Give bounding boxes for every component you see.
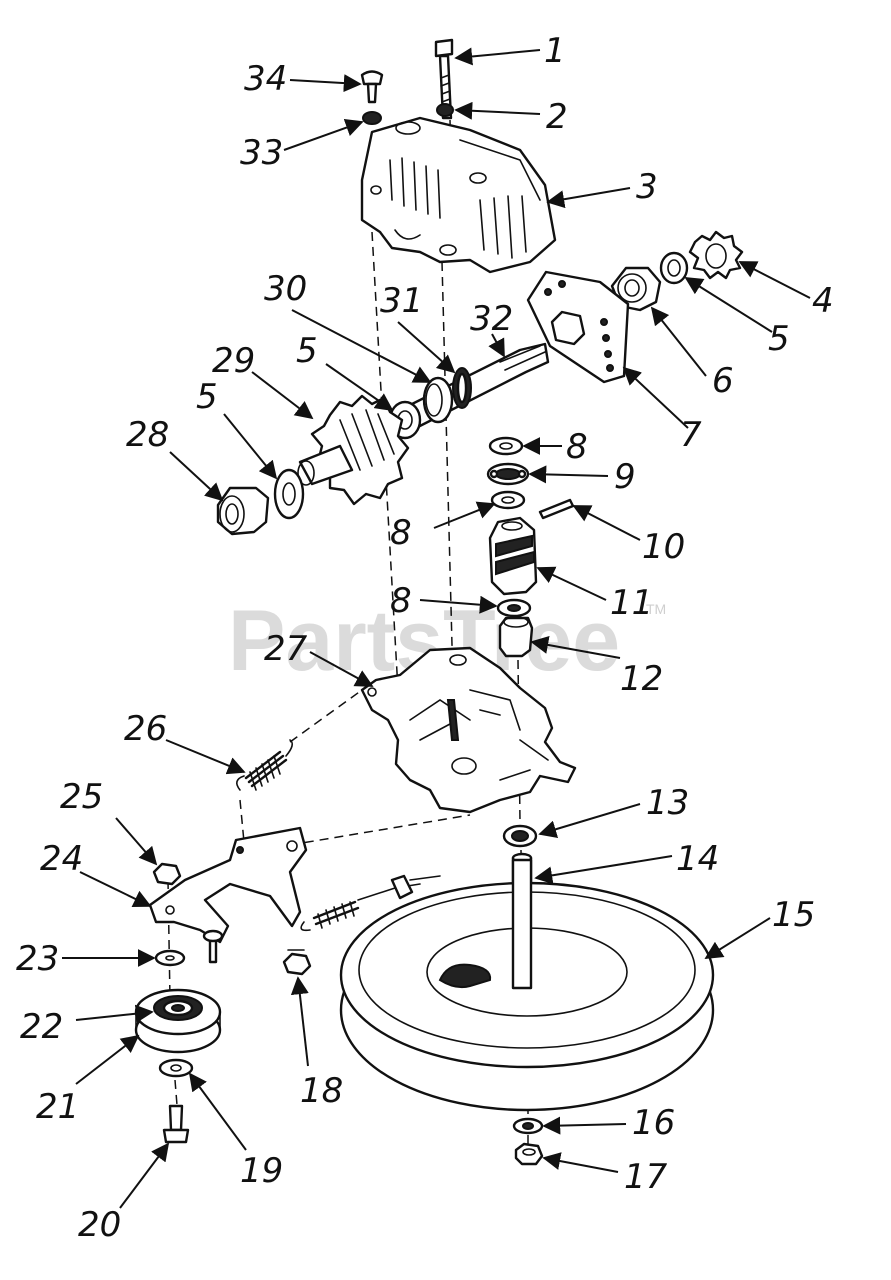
callout-12: 12 — [620, 659, 663, 699]
part-33-washer — [362, 111, 382, 125]
callout-10: 10 — [642, 527, 685, 567]
part-28-bushing — [216, 486, 270, 536]
part-9-thrust-bearing — [486, 462, 530, 486]
part-30-collar — [422, 376, 454, 424]
part-19-washer — [158, 1058, 194, 1078]
callout-21: 21 — [36, 1087, 79, 1127]
callout-29: 29 — [212, 341, 255, 381]
callout-5-left: 5 — [196, 377, 218, 417]
part-5-washer-right — [659, 251, 689, 285]
part-8-washer-top — [488, 436, 524, 456]
part-31-ring — [452, 367, 472, 409]
part-15-pulley — [339, 858, 715, 1112]
part-24-idler-arm — [148, 826, 308, 964]
part-8-washer-low — [496, 598, 532, 618]
callout-25: 25 — [60, 777, 103, 817]
callout-9: 9 — [614, 457, 636, 497]
part-1-bolt — [434, 38, 454, 120]
callout-3: 3 — [636, 167, 658, 207]
part-11-worm — [488, 516, 538, 596]
callout-labels: 1 2 3 4 5 6 7 8 9 10 11 12 13 14 15 16 1… — [16, 31, 834, 1245]
part-8-washer-mid — [490, 490, 526, 510]
callout-22: 22 — [20, 1007, 63, 1047]
callout-6: 6 — [712, 361, 734, 401]
callout-8-low: 8 — [390, 581, 412, 621]
callout-8-mid: 8 — [390, 513, 412, 553]
leader-lines — [62, 47, 811, 1209]
callout-26: 26 — [124, 709, 167, 749]
callout-5-shaft: 5 — [296, 331, 318, 371]
part-22-bearing — [153, 995, 203, 1021]
part-16-washer — [512, 1117, 544, 1135]
part-2-washer — [436, 103, 454, 117]
callout-11: 11 — [610, 583, 653, 623]
callout-28: 28 — [126, 415, 169, 455]
part-12-bushing — [498, 616, 534, 658]
callout-18: 18 — [300, 1071, 343, 1111]
part-27-lower-housing — [360, 646, 577, 814]
callout-32: 32 — [470, 299, 513, 339]
callout-5: 5 — [768, 319, 790, 359]
callout-14: 14 — [676, 839, 719, 879]
callout-27: 27 — [264, 629, 308, 669]
callout-16: 16 — [632, 1103, 675, 1143]
callout-23: 23 — [16, 939, 59, 979]
part-25-nut — [152, 862, 182, 886]
callout-19: 19 — [240, 1151, 283, 1191]
callout-15: 15 — [772, 895, 815, 935]
callout-13: 13 — [646, 783, 689, 823]
part-10-pin — [538, 498, 575, 520]
callout-8: 8 — [566, 427, 588, 467]
part-3-upper-housing — [360, 116, 557, 274]
callout-7: 7 — [680, 415, 702, 455]
part-32-shaft — [398, 342, 550, 432]
arm-spring — [300, 874, 441, 932]
callout-30: 30 — [264, 269, 307, 309]
part-23-washer — [154, 949, 186, 967]
part-13-bearing — [502, 824, 538, 848]
part-18-nut — [282, 949, 312, 976]
callout-4: 4 — [812, 281, 834, 321]
part-17-nut — [514, 1142, 544, 1166]
callout-1: 1 — [544, 31, 566, 71]
part-34-screw — [360, 70, 384, 104]
callout-17: 17 — [624, 1157, 668, 1197]
part-29-gear — [297, 394, 410, 506]
callout-24: 24 — [40, 839, 83, 879]
svg-text:TM: TM — [646, 601, 666, 617]
callout-34: 34 — [244, 59, 287, 99]
part-5-washer-left — [273, 468, 305, 520]
callout-20: 20 — [78, 1205, 121, 1245]
part-7-plate — [526, 270, 630, 384]
callout-31: 31 — [380, 281, 423, 321]
callout-33: 33 — [240, 133, 283, 173]
part-26-spring — [236, 739, 294, 791]
part-20-bolt — [162, 1104, 190, 1144]
part-4-sprocket — [688, 230, 744, 280]
callout-2: 2 — [546, 97, 568, 137]
